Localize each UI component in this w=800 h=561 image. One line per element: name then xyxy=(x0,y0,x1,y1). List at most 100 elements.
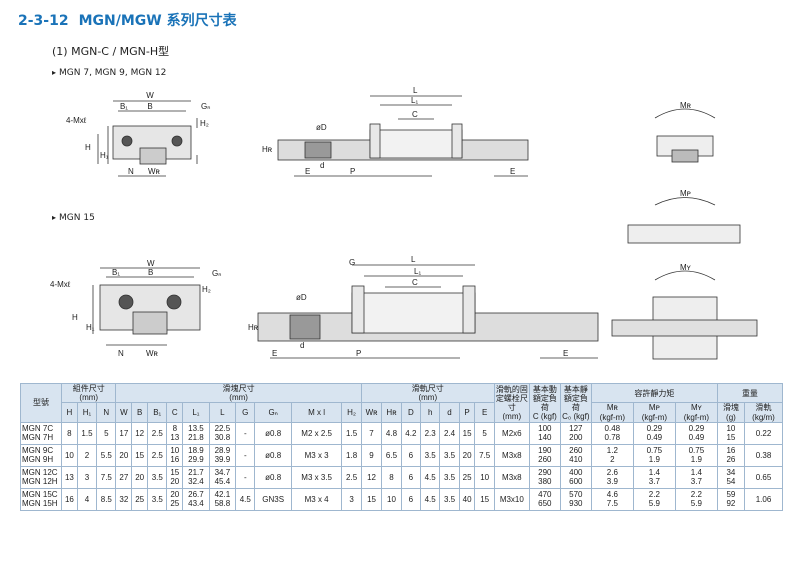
table-cell: 4.2 xyxy=(400,421,422,445)
label-l: L xyxy=(413,86,418,95)
th-rail-weight: 滑軌(kg/m) xyxy=(744,402,783,423)
label-l1: L₁ xyxy=(411,96,418,105)
th-col: L₁ xyxy=(182,402,210,423)
table-cell: 20 xyxy=(458,443,476,467)
table-cell: 32 xyxy=(115,487,133,511)
table-cell: 40 xyxy=(458,487,476,511)
label-e: E xyxy=(305,167,310,176)
label-gn: Gₙ xyxy=(201,102,210,111)
table-cell: 1.06 xyxy=(744,487,783,511)
table-cell: 0.65 xyxy=(744,465,783,489)
table-cell: M3x10 xyxy=(493,487,530,511)
table-cell: 1.8 xyxy=(341,443,362,467)
label-c: C xyxy=(412,110,418,119)
table-cell: 7.5 xyxy=(474,443,495,467)
side-view-small xyxy=(277,95,529,177)
th-assembly: 組件尺寸(mm) xyxy=(60,382,117,404)
th-col: d xyxy=(439,402,460,423)
table-cell: 7.5 xyxy=(96,465,117,489)
label-l15: L xyxy=(411,255,416,264)
th-col: H₁ xyxy=(76,402,98,423)
th-col: B₁ xyxy=(147,402,168,423)
table-cell: M3 x 4 xyxy=(290,487,343,511)
table-cell: 3.5 xyxy=(439,465,460,489)
table-cell: M3x8 xyxy=(493,443,530,467)
th-col: P xyxy=(458,402,476,423)
label-wr15: Wʀ xyxy=(146,349,159,358)
label-hr: Hʀ xyxy=(262,145,273,154)
th-col: Hʀ xyxy=(381,402,402,423)
subtitle: (1) MGN-C / MGN-H型 xyxy=(52,45,170,58)
table-cell: 12 xyxy=(360,465,383,489)
table-cell: 7 xyxy=(360,421,383,445)
table-cell: M2 x 2.5 xyxy=(290,421,343,445)
table-cell: 4 xyxy=(76,487,98,511)
section-label-mgn15: MGN 15 xyxy=(52,213,95,223)
title-text: MGN/MGW 系列尺寸表 xyxy=(78,13,237,29)
label-l1-15: L₁ xyxy=(414,267,421,276)
label-h: H xyxy=(85,143,91,152)
table-cell: 3.5 xyxy=(419,443,441,467)
table-cell: ø0.8 xyxy=(254,465,292,489)
table-cell: M3 x 3 xyxy=(290,443,343,467)
table-cell: - xyxy=(235,443,256,467)
table-cell: 6 xyxy=(400,487,422,511)
label-b1: B₁ xyxy=(120,102,128,111)
table-cell: GN3S xyxy=(254,487,292,511)
table-cell: 20 xyxy=(131,465,149,489)
label-h2-15: H₂ xyxy=(202,285,211,294)
table-cell: 0.38 xyxy=(744,443,783,467)
table-cell: 15 xyxy=(360,487,383,511)
th-col: G xyxy=(235,402,256,423)
label-mp: Mᴘ xyxy=(680,189,691,198)
th-model: 型號 xyxy=(20,383,62,423)
moment-diagrams xyxy=(611,108,758,360)
th-mp: Mᴘ(kgf-m) xyxy=(632,402,676,423)
label-h2: H₂ xyxy=(200,119,209,128)
label-n15: N xyxy=(118,349,124,358)
table-cell: 2.5 xyxy=(147,421,168,445)
table-cell: 5 xyxy=(474,421,495,445)
spec-table: 型號 組件尺寸(mm) 滑塊尺寸(mm) 滑軌尺寸(mm) 滑軌的固定螺栓尺寸(… xyxy=(20,382,784,511)
th-col: Gₙ xyxy=(254,402,292,423)
label-h1: H₁ xyxy=(100,151,109,160)
label-p: P xyxy=(350,167,355,176)
table-cell: 8 xyxy=(381,465,402,489)
th-col: D xyxy=(400,402,422,423)
table-cell: 8.5 xyxy=(96,487,117,511)
th-col: M x l xyxy=(290,402,343,423)
label-c15: C xyxy=(412,278,418,287)
table-cell: 10 xyxy=(474,465,495,489)
table-cell: 2.3 xyxy=(419,421,441,445)
th-col: h xyxy=(419,402,441,423)
